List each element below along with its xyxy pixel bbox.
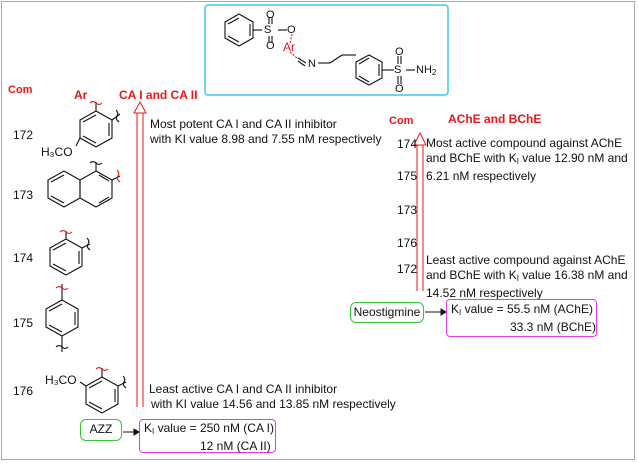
scaffold-atom-o: O	[266, 9, 275, 21]
compound-id-175: 175	[13, 316, 34, 330]
azz-arrow	[123, 428, 140, 436]
structure-175	[45, 284, 79, 352]
scaffold-atom-s: S	[394, 64, 402, 76]
scaffold-structure	[224, 13, 415, 86]
ache-top-note: Most active compound against AChE and BC…	[426, 136, 628, 183]
scaffold-atom-o: O	[266, 40, 275, 52]
compound-id-176: 176	[13, 384, 34, 398]
neostigmine-label-box: Neostigmine	[350, 302, 424, 323]
right-compound-id: 173	[397, 203, 418, 217]
right-compound-id: 172	[397, 262, 418, 276]
right-compound-id: 176	[397, 236, 418, 250]
compound-id-172: 172	[13, 128, 34, 142]
right-compound-id: 175	[397, 169, 418, 183]
scaffold-atom-s: S	[264, 24, 272, 36]
header-ca: CA I and CA II	[119, 88, 198, 102]
scaffold-atom-n: N	[308, 58, 316, 70]
neostigmine-value-box: KI value = 55.5 nM (AChE) 33.3 nM (BChE)	[446, 299, 597, 337]
substituent-label: H₃CO	[45, 373, 77, 387]
right-compound-id: 174	[397, 137, 418, 151]
ache-bottom-note: Least active compound against AChE and B…	[426, 253, 628, 300]
scaffold-ar-label: Ar	[283, 40, 295, 54]
scaffold-atom-o: O	[395, 46, 404, 58]
compound-id-174: 174	[13, 251, 34, 265]
header-com-right: Com	[389, 115, 414, 127]
azz-label-box: AZZ	[80, 419, 122, 441]
azz-value-box: KI value = 250 nM (CA I) 12 nM (CA II)	[139, 419, 276, 453]
header-ache: AChE and BChE	[448, 112, 542, 126]
ca-arrow	[133, 100, 147, 407]
scaffold-nh2: NH2	[416, 64, 437, 77]
structure-174	[49, 229, 91, 276]
header-com-left: Com	[8, 84, 33, 96]
structure-176	[79, 366, 127, 414]
substituent-label: H₃CO	[41, 145, 73, 159]
ache-arrow	[413, 131, 427, 291]
structure-172	[75, 100, 121, 148]
scaffold-atom-o: O	[395, 83, 404, 95]
scaffold-box	[204, 4, 449, 96]
structure-173	[47, 160, 121, 208]
header-ar: Ar	[74, 88, 88, 102]
neostigmine-arrow	[425, 308, 447, 316]
scaffold-atom-o: O	[287, 24, 296, 36]
compound-id-173: 173	[13, 188, 34, 202]
